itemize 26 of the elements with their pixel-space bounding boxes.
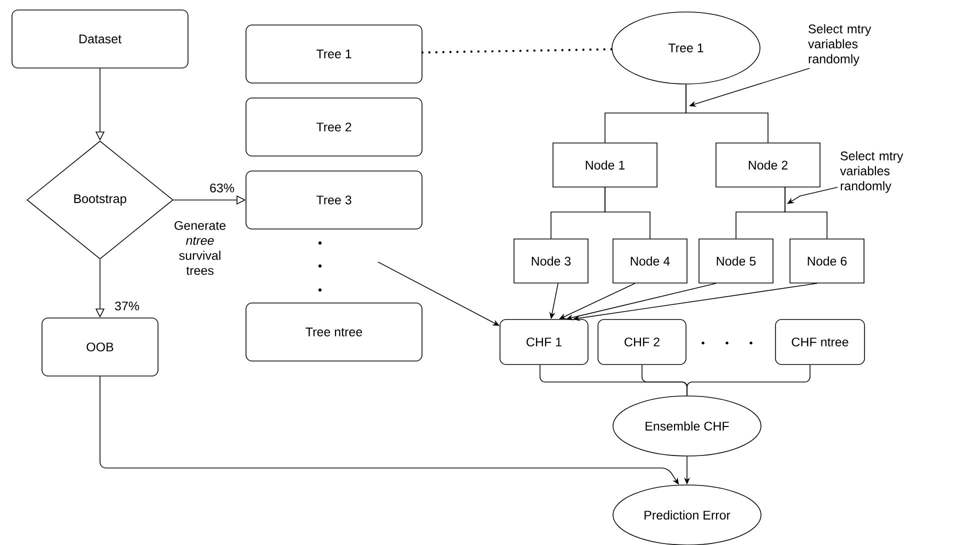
tree-box: Tree 1: [246, 24, 422, 84]
process-box: OOB: [42, 318, 158, 376]
tree-box: Tree 2: [246, 98, 422, 156]
node-box: Node 1: [552, 142, 658, 188]
connector-line: [784, 187, 828, 239]
connector-line: [604, 187, 650, 239]
annotation-text: Generate ntree survival trees: [174, 221, 226, 275]
node-box: Node 4: [612, 238, 688, 284]
node-box: Node 5: [698, 238, 774, 284]
annotation-text: Select mtry variables randomly: [840, 151, 904, 193]
annotation-text: Select mtry variables randomly: [808, 24, 872, 66]
node-box: Node 2: [716, 142, 820, 188]
node-box: Node 3: [514, 238, 588, 284]
edge-label: 37%: [114, 300, 141, 312]
connector-line: [686, 84, 768, 143]
chf-box: CHF ntree: [775, 319, 865, 365]
connector-line: [686, 364, 810, 396]
chf-box: CHF 1: [500, 319, 588, 365]
tree-box: Tree 3: [246, 170, 422, 230]
leader-line: [787, 186, 838, 204]
tree-box: Tree ntree: [246, 302, 422, 362]
edge-label: 63%: [208, 182, 236, 194]
dotted-line: [421, 48, 613, 54]
process-box: Dataset: [12, 10, 188, 68]
chf-box: CHF 2: [598, 319, 686, 365]
node-box: Node 6: [790, 238, 864, 284]
